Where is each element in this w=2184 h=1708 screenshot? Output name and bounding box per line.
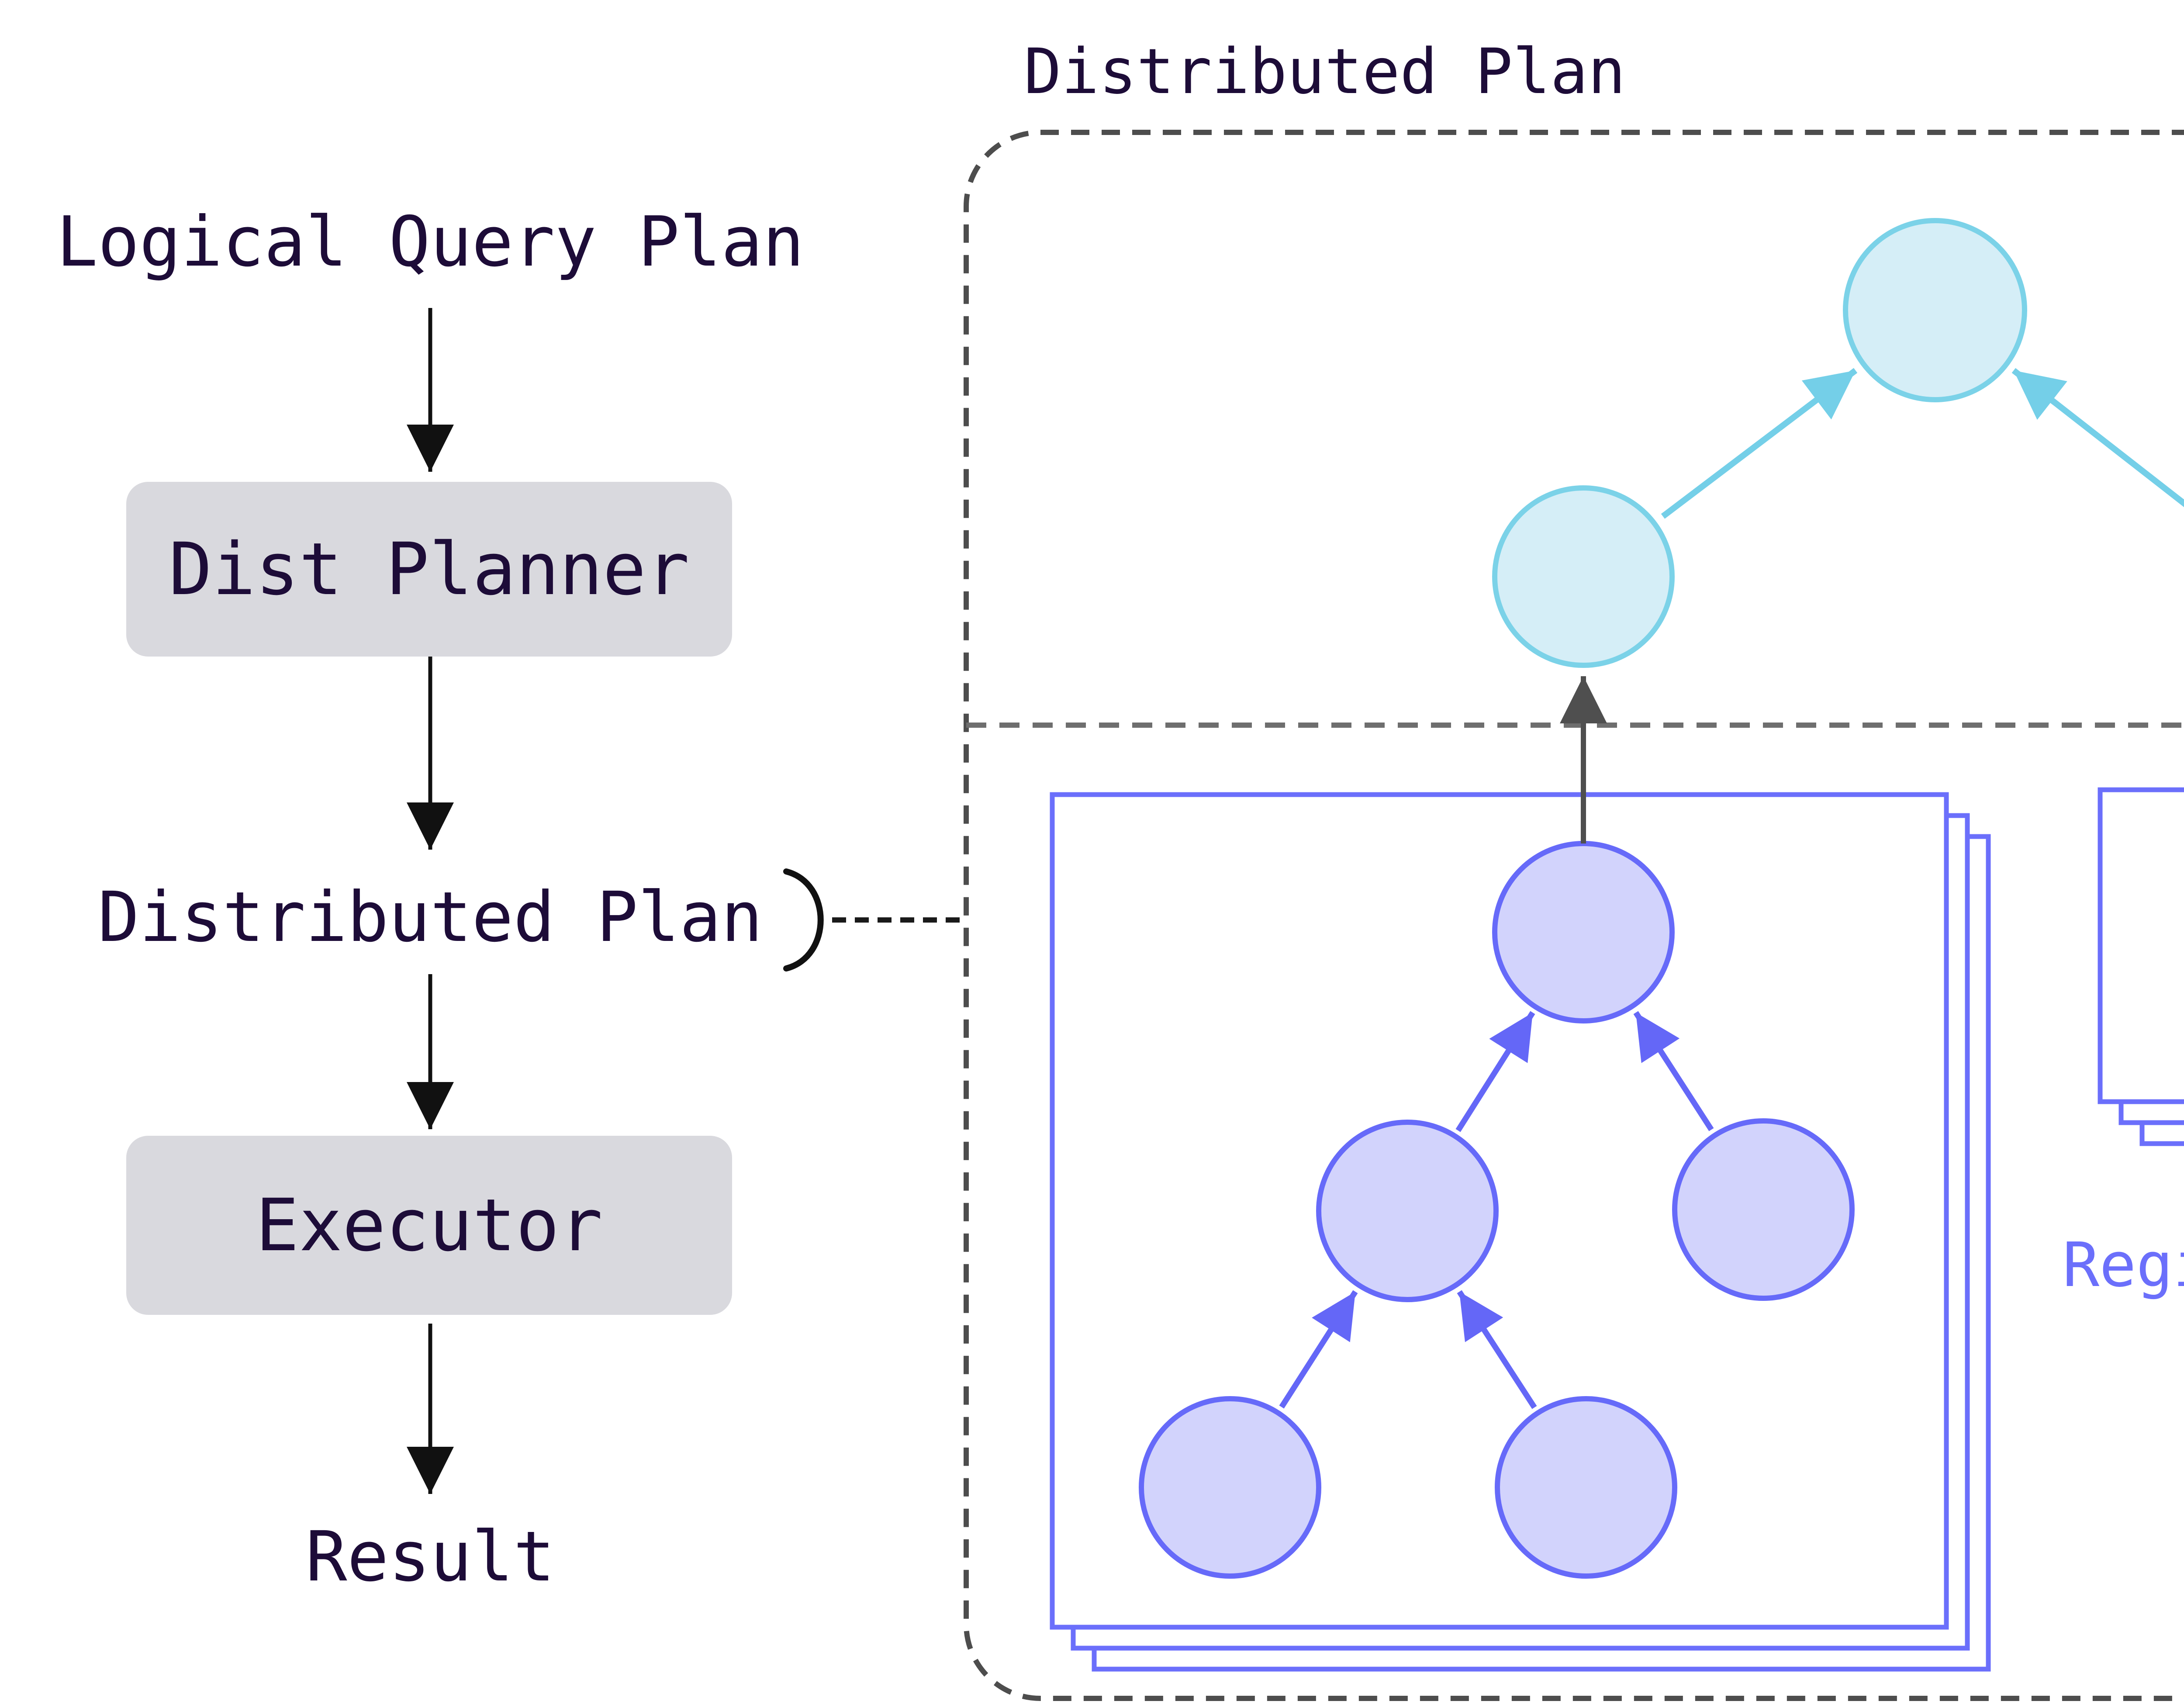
executor-box: Executor — [126, 1136, 732, 1315]
frontend-node-root — [1843, 218, 2027, 402]
frontend-arrow-right-to-root — [2011, 368, 2184, 508]
datanode-arrow-midleft-to-root — [1455, 1011, 1535, 1132]
frontend-node-left — [1492, 485, 1675, 668]
datanode-node-leaf-left — [1139, 1396, 1321, 1579]
result-label: Result — [305, 1517, 555, 1597]
regions-label: Regions — [2063, 1230, 2184, 1301]
datanode-node-mid-right — [1672, 1118, 1855, 1301]
dist-planner-box: Dist Planner — [126, 482, 732, 657]
distributed-plan-brace — [783, 868, 824, 972]
frontend-arrow-left-to-root — [1661, 368, 1858, 519]
datanode-node-leaf-mid — [1495, 1396, 1677, 1579]
datanode-arrow-midright-to-root — [1633, 1011, 1714, 1131]
region-box-stack-right — [2098, 787, 2184, 1146]
logical-query-plan-label: Logical Query Plan — [56, 202, 805, 282]
distributed-plan-container — [964, 130, 2184, 1701]
datanode-arrow-leafmid-to-midleft — [1457, 1290, 1537, 1409]
frontend-plan-tree — [1492, 218, 2184, 668]
datanode-plan-tree — [1139, 841, 1855, 1579]
datanode-node-mid-left — [1316, 1120, 1499, 1302]
datanode-node-root — [1492, 841, 1675, 1023]
datanode-arrow-leafleft-to-midleft — [1279, 1290, 1358, 1409]
dist-planner-label: Dist Planner — [169, 527, 690, 611]
region-box-front — [2098, 787, 2184, 1104]
distributed-plan-panel-title: Distributed Plan — [1024, 35, 1626, 108]
executor-label: Executor — [256, 1183, 603, 1267]
distributed-plan-flow-label: Distributed Plan — [98, 877, 763, 958]
